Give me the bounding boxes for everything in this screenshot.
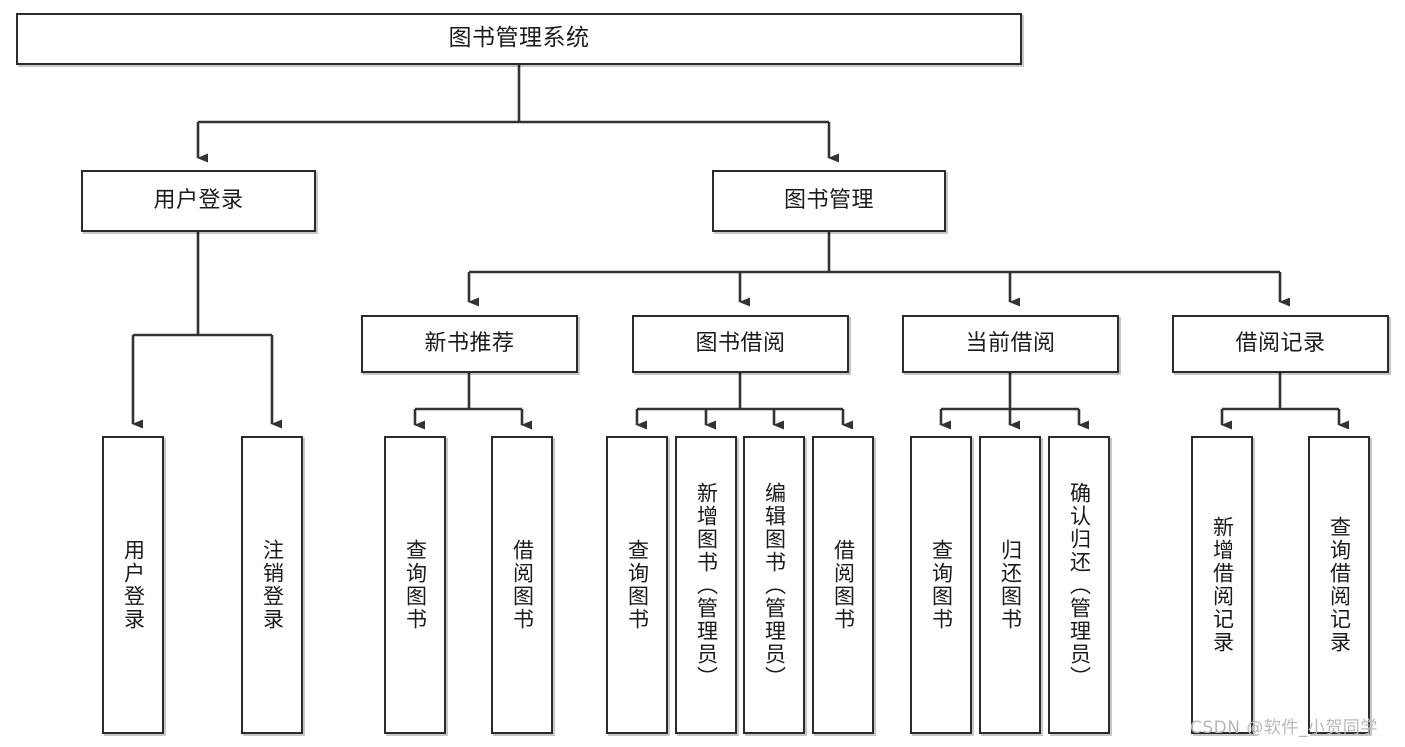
node-book-borrow[interactable]: 图书借阅: [632, 315, 849, 373]
leaf-borrow-book[interactable]: 借阅图书: [812, 436, 874, 734]
node-label: 借阅图书: [510, 539, 535, 631]
node-label: 确认归还（管理员）: [1067, 481, 1092, 689]
leaf-add-borrow-record[interactable]: 新增借阅记录: [1191, 436, 1253, 734]
leaf-logout[interactable]: 注销登录: [241, 436, 303, 734]
node-label: 查询图书: [403, 539, 428, 631]
node-label: 查询图书: [929, 539, 954, 631]
node-label: 查询图书: [625, 539, 650, 631]
leaf-return-book[interactable]: 归还图书: [979, 436, 1041, 734]
node-label: 图书管理系统: [448, 25, 590, 52]
node-label: 图书管理: [783, 188, 874, 214]
node-book-management[interactable]: 图书管理: [712, 170, 946, 232]
node-borrow-record[interactable]: 借阅记录: [1172, 315, 1389, 373]
node-label: 借阅图书: [831, 539, 856, 631]
node-label: 用户登录: [153, 188, 244, 214]
leaf-query-book[interactable]: 查询图书: [606, 436, 668, 734]
node-current-borrow[interactable]: 当前借阅: [902, 315, 1119, 373]
node-label: 用户登录: [121, 539, 146, 631]
node-label: 注销登录: [260, 539, 285, 631]
node-label: 新书推荐: [424, 331, 515, 357]
leaf-add-book-admin[interactable]: 新增图书（管理员）: [675, 436, 737, 734]
node-label: 新增借阅记录: [1210, 516, 1235, 654]
node-label: 查询借阅记录: [1327, 516, 1352, 654]
node-label: 编辑图书（管理员）: [762, 481, 787, 689]
node-label: 归还图书: [998, 539, 1023, 631]
node-new-book-recommend[interactable]: 新书推荐: [361, 315, 578, 373]
leaf-query-borrow-record[interactable]: 查询借阅记录: [1308, 436, 1370, 734]
node-label: 图书借阅: [695, 331, 786, 357]
node-root-book-management-system[interactable]: 图书管理系统: [16, 13, 1022, 65]
leaf-confirm-return-admin[interactable]: 确认归还（管理员）: [1048, 436, 1110, 734]
leaf-query-book-recommend[interactable]: 查询图书: [384, 436, 446, 734]
leaf-user-login[interactable]: 用户登录: [102, 436, 164, 734]
csdn-watermark: CSDN @软件_小贺同学: [1190, 718, 1378, 738]
leaf-borrow-book-recommend[interactable]: 借阅图书: [491, 436, 553, 734]
node-label: 借阅记录: [1235, 331, 1326, 357]
node-user-login[interactable]: 用户登录: [81, 170, 316, 232]
leaf-query-book-current[interactable]: 查询图书: [910, 436, 972, 734]
node-label: 新增图书（管理员）: [694, 481, 719, 689]
leaf-edit-book-admin[interactable]: 编辑图书（管理员）: [743, 436, 805, 734]
node-label: 当前借阅: [965, 331, 1056, 357]
